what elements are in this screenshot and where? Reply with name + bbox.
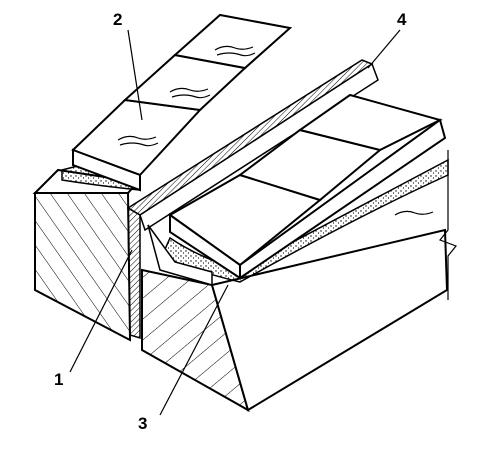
joint-gutter <box>147 224 213 286</box>
left-base-slab <box>32 168 140 342</box>
leader-1 <box>69 249 133 373</box>
leader-2 <box>127 29 143 121</box>
leader-4 <box>367 29 401 69</box>
left-tile-3 <box>172 13 293 70</box>
left-slab-front <box>34 192 132 342</box>
leader-3 <box>159 284 229 416</box>
leader-lines <box>69 29 401 416</box>
right-tile-row <box>168 93 447 280</box>
callout-4: 4 <box>397 10 407 29</box>
right-tile-side <box>239 118 447 280</box>
callout-3: 3 <box>138 414 148 433</box>
break-line <box>439 150 457 300</box>
joint-profile <box>126 59 379 340</box>
joint-vertical-plate <box>127 206 141 340</box>
callout-1: 1 <box>54 370 64 389</box>
callout-2: 2 <box>113 10 123 29</box>
left-tile-edge <box>72 148 141 192</box>
right-base-slab <box>141 228 449 413</box>
right-slab-side <box>210 228 449 412</box>
joint-strip-fill <box>139 62 379 232</box>
